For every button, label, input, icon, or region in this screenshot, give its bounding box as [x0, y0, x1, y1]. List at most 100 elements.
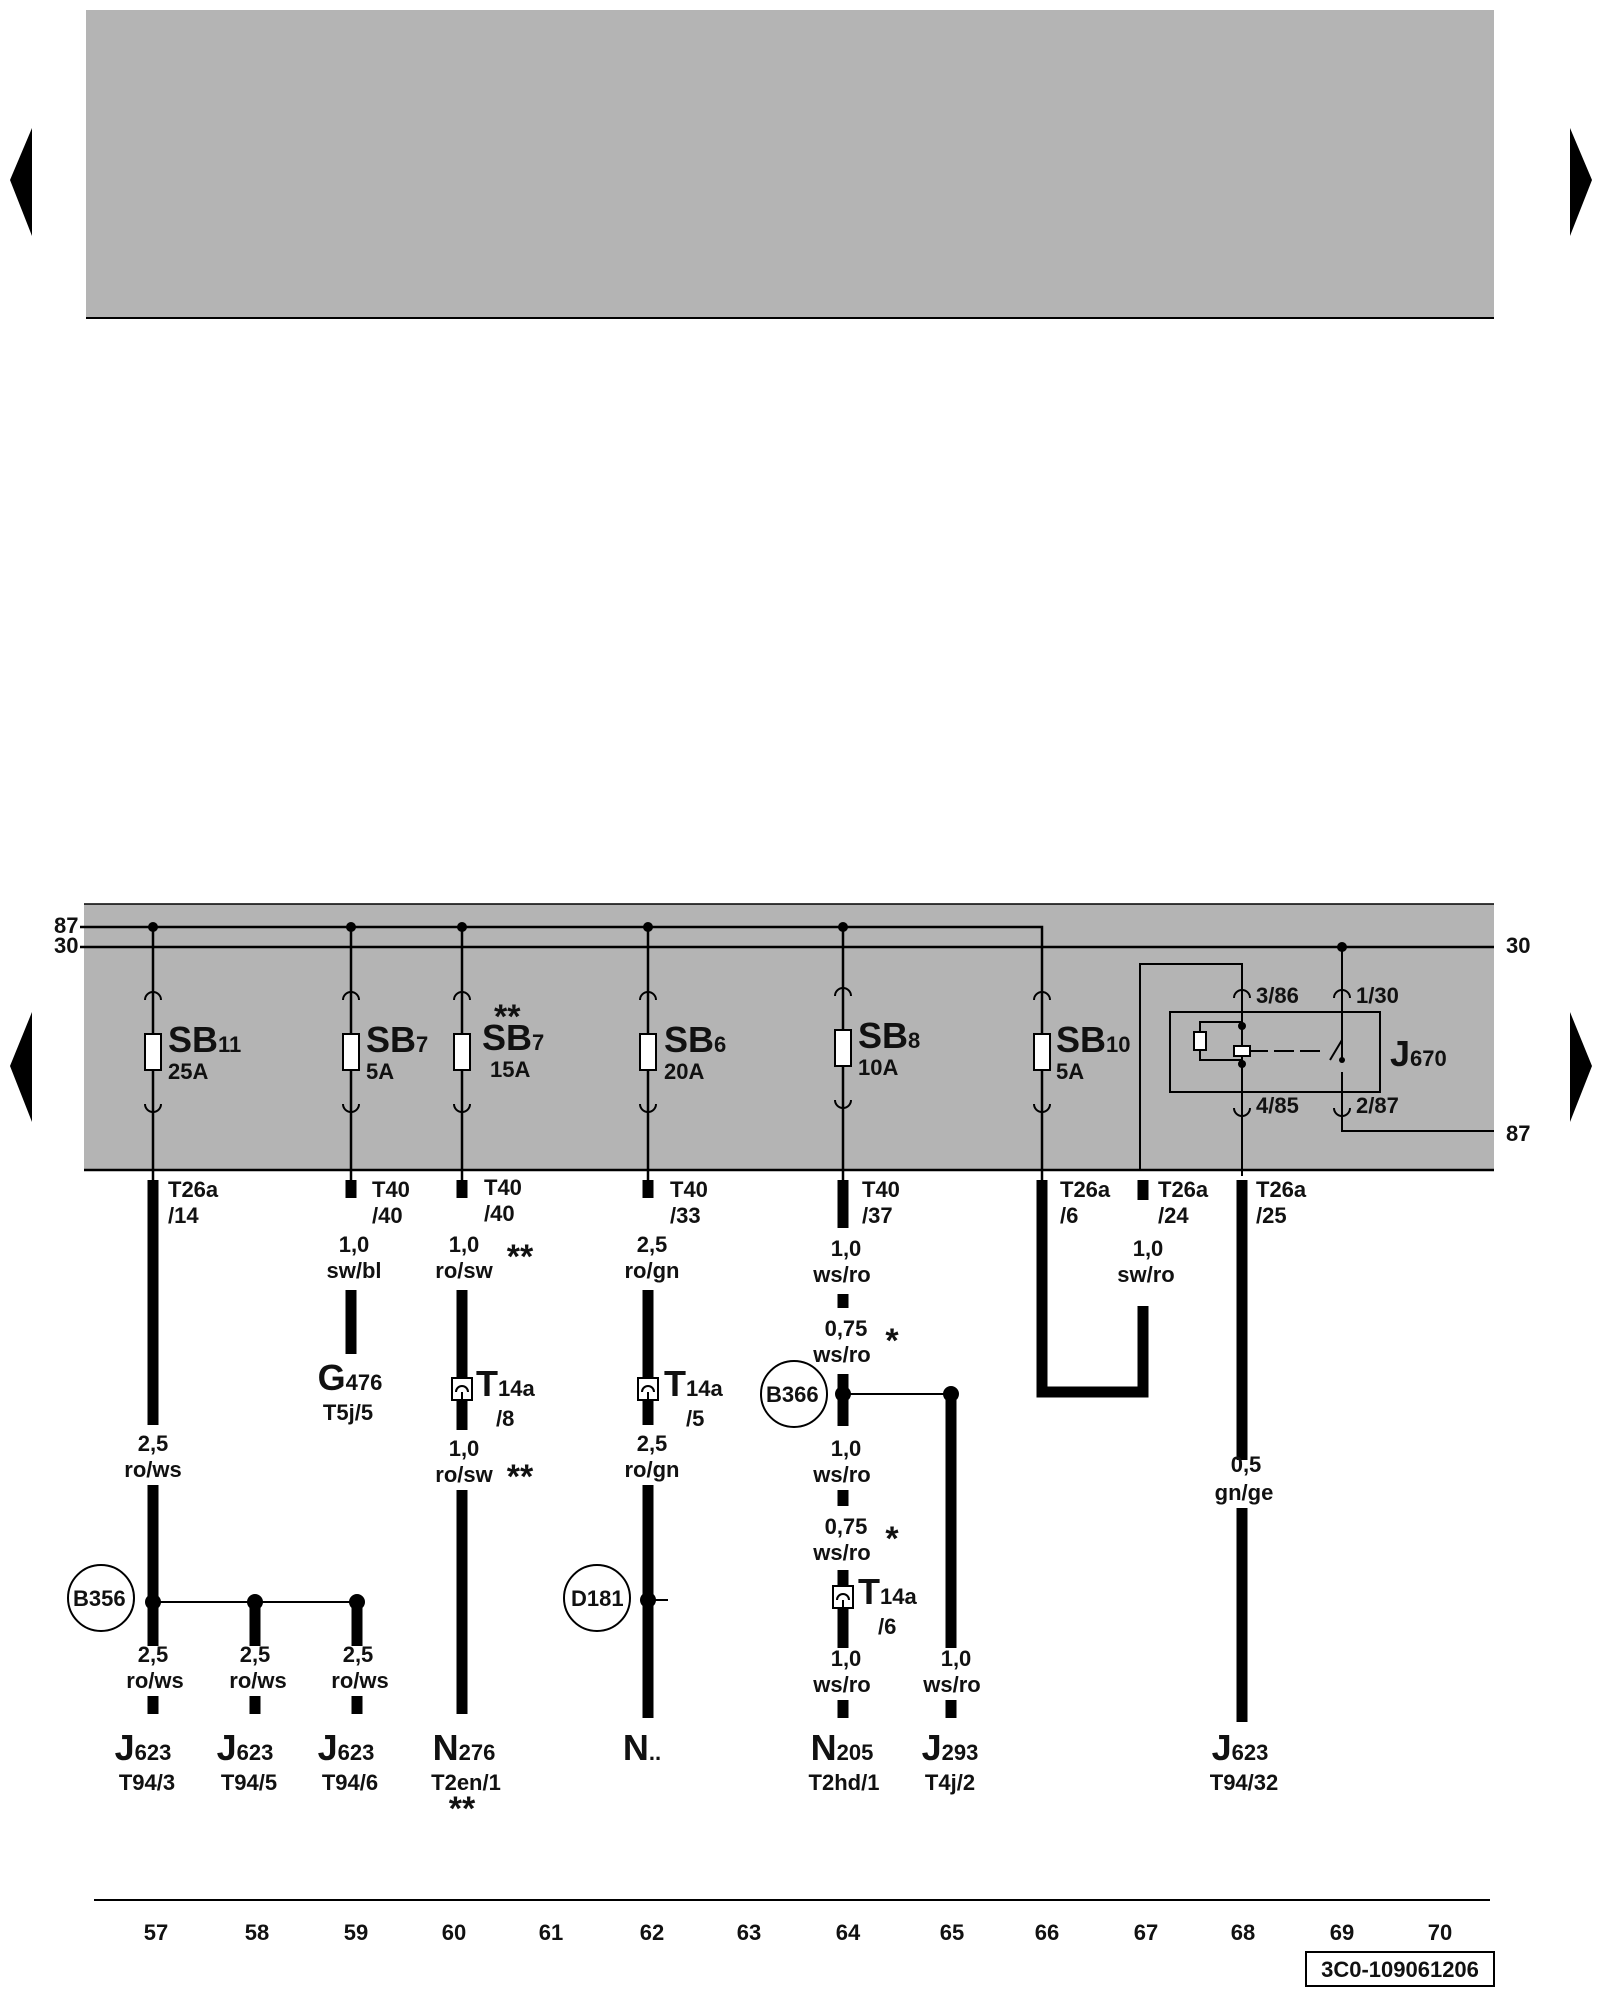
svg-text:ro/gn: ro/gn [625, 1258, 680, 1283]
next-page-arrow-icon[interactable] [1570, 128, 1592, 236]
svg-text:2,5: 2,5 [637, 1431, 668, 1456]
svg-text:ro/ws: ro/ws [124, 1457, 181, 1482]
svg-text:T94/32: T94/32 [1210, 1770, 1279, 1795]
svg-text:T26a: T26a [168, 1177, 219, 1202]
svg-text:68: 68 [1231, 1920, 1255, 1945]
svg-text:58: 58 [245, 1920, 269, 1945]
rail-87-line [80, 925, 1044, 994]
svg-text:T26a: T26a [1060, 1177, 1111, 1202]
svg-text:/5: /5 [686, 1406, 704, 1431]
svg-text:J623: J623 [318, 1727, 375, 1768]
svg-text:/25: /25 [1256, 1203, 1287, 1228]
rail-87-right-label: 87 [1506, 1121, 1530, 1146]
svg-text:T5j/5: T5j/5 [323, 1400, 373, 1425]
svg-text:T26a: T26a [1158, 1177, 1209, 1202]
svg-text:SB7: SB7 [482, 1017, 544, 1058]
wire-col58-59b [249, 1602, 363, 1714]
svg-text:2,5: 2,5 [138, 1642, 169, 1667]
svg-text:*: * [885, 1322, 899, 1360]
svg-text:ro/ws: ro/ws [229, 1668, 286, 1693]
svg-text:ro/sw: ro/sw [435, 1258, 493, 1283]
rail-30-right-label: 30 [1506, 933, 1530, 958]
svg-text:4/85: 4/85 [1256, 1093, 1299, 1118]
component-n205: N205 T2hd/1 [809, 1727, 880, 1795]
svg-text:62: 62 [640, 1920, 664, 1945]
svg-text:SB8: SB8 [858, 1015, 920, 1056]
svg-text:T94/6: T94/6 [322, 1770, 378, 1795]
prev-page-arrow-icon[interactable] [10, 128, 32, 236]
svg-text:2/87: 2/87 [1356, 1093, 1399, 1118]
svg-text:B356: B356 [73, 1586, 126, 1611]
component-j623-t94-5: J623 T94/5 [217, 1727, 278, 1795]
splice-node [247, 1594, 263, 1610]
svg-text:sw/ro: sw/ro [1117, 1262, 1174, 1287]
svg-text:ws/ro: ws/ro [812, 1672, 870, 1697]
svg-text:2,5: 2,5 [637, 1232, 668, 1257]
svg-text:1,0: 1,0 [449, 1436, 480, 1461]
svg-text:0,75: 0,75 [825, 1316, 868, 1341]
svg-text:**: ** [449, 1790, 476, 1828]
component-g476: G476 T5j/5 [318, 1357, 383, 1425]
svg-text:10A: 10A [858, 1055, 898, 1080]
svg-text:15A: 15A [490, 1057, 530, 1082]
svg-text:/40: /40 [484, 1201, 515, 1226]
fuse-box-panel [84, 904, 1494, 1170]
splice-node [640, 1592, 656, 1608]
junction-b356: B356 [67, 1564, 135, 1632]
svg-text:1,0: 1,0 [831, 1236, 862, 1261]
svg-text:64: 64 [836, 1920, 861, 1945]
svg-text:2,5: 2,5 [343, 1642, 374, 1667]
inline-connector-t14a-6: T14a /6 [832, 1571, 917, 1639]
svg-text:**: ** [507, 1458, 534, 1496]
svg-text:63: 63 [737, 1920, 761, 1945]
relay-j670: 3/86 1/30 4/85 2/87 J670 [1139, 947, 1494, 1176]
junction-b366: B366 [760, 1360, 828, 1428]
fuse-sb7-5a: SB7 5A [366, 1019, 428, 1084]
svg-text:/40: /40 [372, 1203, 403, 1228]
diagram-code: 3C0-109061206 [1305, 1951, 1495, 1987]
svg-text:N205: N205 [811, 1727, 874, 1768]
svg-text:/37: /37 [862, 1203, 893, 1228]
splice-node [145, 1594, 161, 1610]
svg-text:1,0: 1,0 [941, 1646, 972, 1671]
wire-labels: 1,0 sw/bl 1,0 ro/sw ** 2,5 ro/gn 1,0 ws/… [124, 1232, 1273, 1697]
svg-text:0,5: 0,5 [1231, 1452, 1262, 1477]
svg-text:N276: N276 [433, 1727, 496, 1768]
svg-text:/24: /24 [1158, 1203, 1189, 1228]
svg-text:/6: /6 [1060, 1203, 1078, 1228]
svg-text:1/30: 1/30 [1356, 983, 1399, 1008]
svg-text:J623: J623 [217, 1727, 274, 1768]
svg-text:ws/ro: ws/ro [812, 1462, 870, 1487]
rail-30-left-label: 30 [54, 933, 78, 958]
column-numbers: 57 58 59 60 61 62 63 64 65 66 67 68 69 7… [144, 1920, 1452, 1945]
splice-node [349, 1594, 365, 1610]
next-section-arrow-icon[interactable] [1570, 1012, 1592, 1122]
svg-text:69: 69 [1330, 1920, 1354, 1945]
prev-section-arrow-icon[interactable] [10, 1012, 32, 1122]
component-n-dots: N.. [623, 1727, 661, 1768]
svg-text:61: 61 [539, 1920, 563, 1945]
svg-text:70: 70 [1428, 1920, 1452, 1945]
svg-text:T94/5: T94/5 [221, 1770, 277, 1795]
component-j623-t94-3: J623 T94/3 [115, 1727, 176, 1795]
component-j293: J293 T4j/2 [922, 1727, 979, 1795]
svg-text:ro/gn: ro/gn [625, 1457, 680, 1482]
svg-text:T14a: T14a [858, 1571, 917, 1612]
svg-text:20A: 20A [664, 1059, 704, 1084]
svg-text:gn/ge: gn/ge [1215, 1480, 1274, 1505]
svg-text:SB6: SB6 [664, 1019, 726, 1060]
svg-text:2,5: 2,5 [240, 1642, 271, 1667]
svg-text:1,0: 1,0 [831, 1436, 862, 1461]
component-j623-t94-6: J623 T94/6 [318, 1727, 379, 1795]
svg-text:T40: T40 [484, 1175, 522, 1200]
svg-text:/8: /8 [496, 1406, 514, 1431]
svg-text:57: 57 [144, 1920, 168, 1945]
svg-text:2,5: 2,5 [138, 1431, 169, 1456]
svg-text:N..: N.. [623, 1727, 661, 1768]
component-j623-t94-32: J623 T94/32 [1210, 1727, 1279, 1795]
svg-text:1,0: 1,0 [831, 1646, 862, 1671]
rail-87-left-label: 87 [54, 913, 78, 938]
svg-text:ws/ro: ws/ro [812, 1262, 870, 1287]
svg-text:ws/ro: ws/ro [812, 1540, 870, 1565]
